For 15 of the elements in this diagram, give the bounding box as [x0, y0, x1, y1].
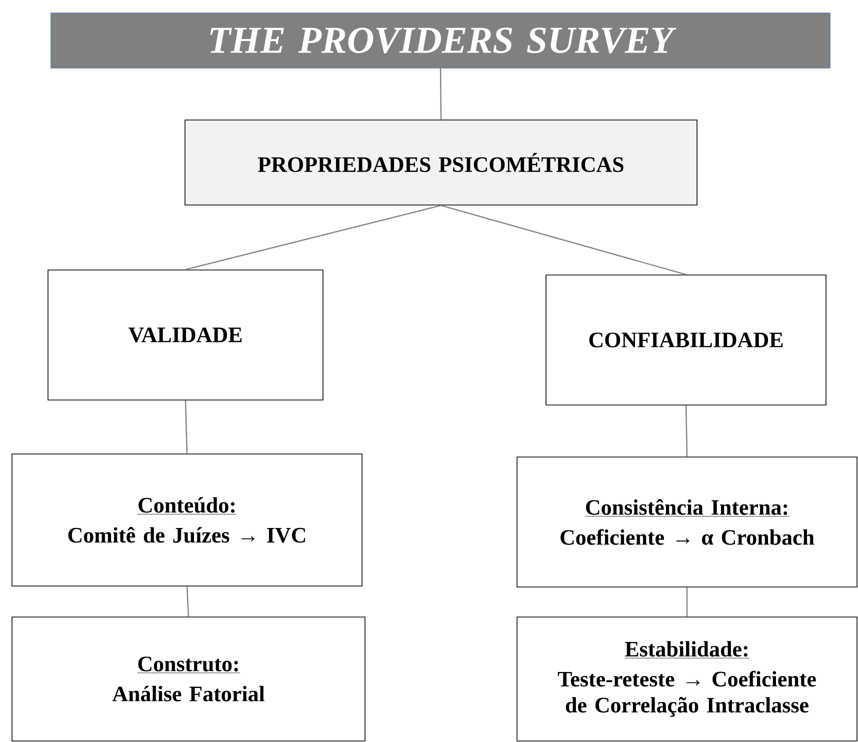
method-box: Estabilidade: Teste-reteste → Coeficiente de Correlação Intraclasse [516, 616, 858, 742]
method-box: Conteúdo: Comitê de Juízes → IVC [12, 454, 362, 586]
category-box: VALIDADE [48, 270, 324, 400]
category-box: PROPRIEDADES PSICOMÉTRICAS [184, 120, 698, 206]
title-banner: THE PROVIDERS SURVEY [50, 12, 830, 68]
connector-line [440, 204, 686, 276]
method-box: Consistência Interna: Coeficiente → α Cronbach [516, 456, 858, 588]
category-box: CONFIABILIDADE [546, 274, 826, 406]
connector-line [440, 68, 442, 120]
connector-line [186, 586, 190, 617]
method-box: Construto: Análise Fatorial [12, 616, 366, 742]
connector-line [686, 587, 688, 617]
connector-line [685, 405, 688, 457]
connector-line [184, 400, 188, 454]
connector-line [185, 204, 442, 270]
